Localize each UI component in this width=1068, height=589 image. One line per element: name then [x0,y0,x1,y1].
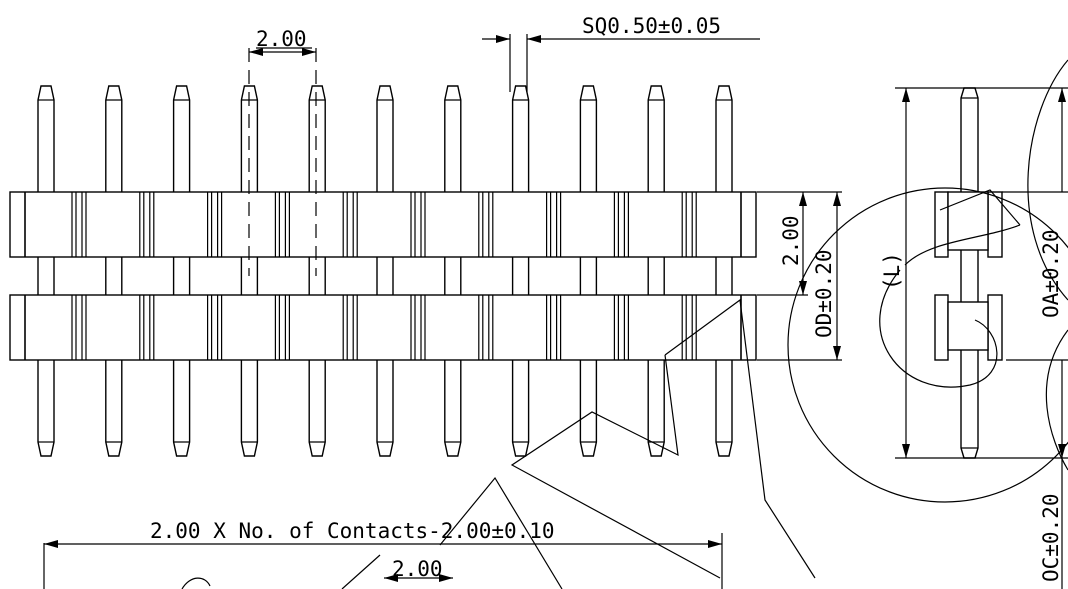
pin-square-dimension: SQ0.50±0.05 [482,14,760,92]
row-dimensions: 2.00 OD±0.20 [757,191,842,361]
pin [308,85,326,457]
pitch-dimension-bottom: 2.00 [181,557,453,589]
pin [105,85,123,457]
row-pitch-label: 2.00 [779,215,803,266]
insulator-row [9,191,757,258]
pin [715,85,733,457]
pin [579,85,598,457]
side-view: (L) OA±0.20 OC±0.20 [880,87,1068,589]
insulator-bodies [9,191,757,361]
pin [37,85,55,457]
pitch-label-bottom: 2.00 [392,557,443,581]
pin-group [37,85,733,457]
pin-square-label: SQ0.50±0.05 [582,14,721,38]
insulator-row [9,294,757,361]
l-label: (L) [880,252,904,290]
pin [511,85,530,457]
oc-label: OC±0.20 [1039,493,1063,582]
pin [647,85,665,457]
overall-length-label: 2.00 X No. of Contacts-2.00±0.10 [150,519,555,543]
sketch-overlay [341,59,1068,589]
pin [172,85,191,457]
od-label: OD±0.20 [812,249,836,338]
pin [444,85,462,457]
pitch-label-top: 2.00 [256,27,307,51]
oa-label: OA±0.20 [1039,229,1063,318]
overall-length-dimension: 2.00 X No. of Contacts-2.00±0.10 [43,519,723,589]
pitch-dimension-top: 2.00 [248,27,317,276]
pin [376,85,394,457]
